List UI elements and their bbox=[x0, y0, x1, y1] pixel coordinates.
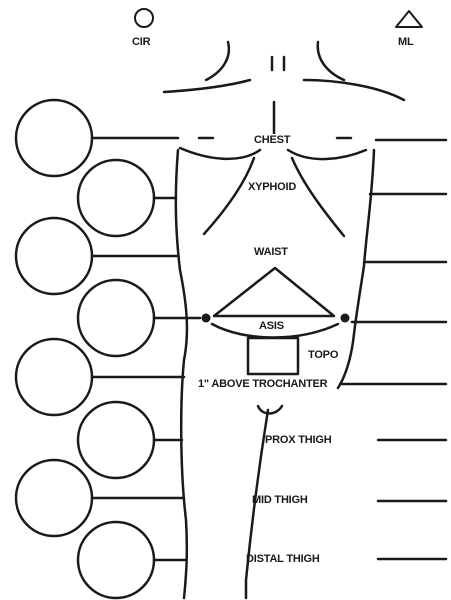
right-torso-outline bbox=[338, 150, 374, 388]
left-pectoral-curve bbox=[180, 148, 260, 159]
left-neck-line bbox=[206, 42, 229, 80]
right-ribcage-line bbox=[292, 158, 344, 236]
xyphoid-label: XYPHOID bbox=[247, 181, 297, 194]
measurement-circle-7 bbox=[16, 460, 92, 536]
right-shoulder-line bbox=[304, 80, 404, 100]
ml-legend-label: ML bbox=[398, 36, 413, 49]
left-ribcage-line bbox=[204, 158, 254, 234]
measurement-circle-4 bbox=[78, 280, 154, 356]
mid-thigh-label: MID THIGH bbox=[252, 494, 308, 507]
prox-thigh-label: PROX THIGH bbox=[265, 434, 331, 447]
measurement-circle-3 bbox=[16, 218, 92, 294]
measurement-circle-8 bbox=[78, 522, 154, 598]
measurement-circle-1 bbox=[16, 100, 92, 176]
right-pectoral-curve bbox=[288, 150, 366, 159]
waist-label: WAIST bbox=[254, 246, 288, 259]
right-asis-dot bbox=[341, 314, 350, 323]
above-trochanter-label: 1" ABOVE TROCHANTER bbox=[198, 378, 327, 391]
topo-box bbox=[248, 338, 298, 374]
chest-label: CHEST bbox=[253, 134, 291, 147]
circumference-legend-icon bbox=[135, 9, 153, 27]
cir-legend-label: CIR bbox=[132, 36, 150, 49]
right-neck-line bbox=[318, 42, 344, 80]
distal-thigh-label: DISTAL THIGH bbox=[246, 553, 320, 566]
left-asis-dot bbox=[202, 314, 211, 323]
measurement-circle-6 bbox=[78, 402, 154, 478]
measurement-circle-5 bbox=[16, 339, 92, 415]
measurement-circle-2 bbox=[78, 160, 154, 236]
topo-label: TOPO bbox=[308, 349, 338, 362]
midline-legend-icon bbox=[396, 11, 422, 27]
asis-label: ASIS bbox=[259, 320, 284, 333]
midline-triangle bbox=[214, 268, 334, 316]
left-shoulder-line bbox=[164, 80, 250, 92]
left-torso-outline bbox=[176, 150, 187, 598]
groin-curve bbox=[258, 406, 282, 414]
